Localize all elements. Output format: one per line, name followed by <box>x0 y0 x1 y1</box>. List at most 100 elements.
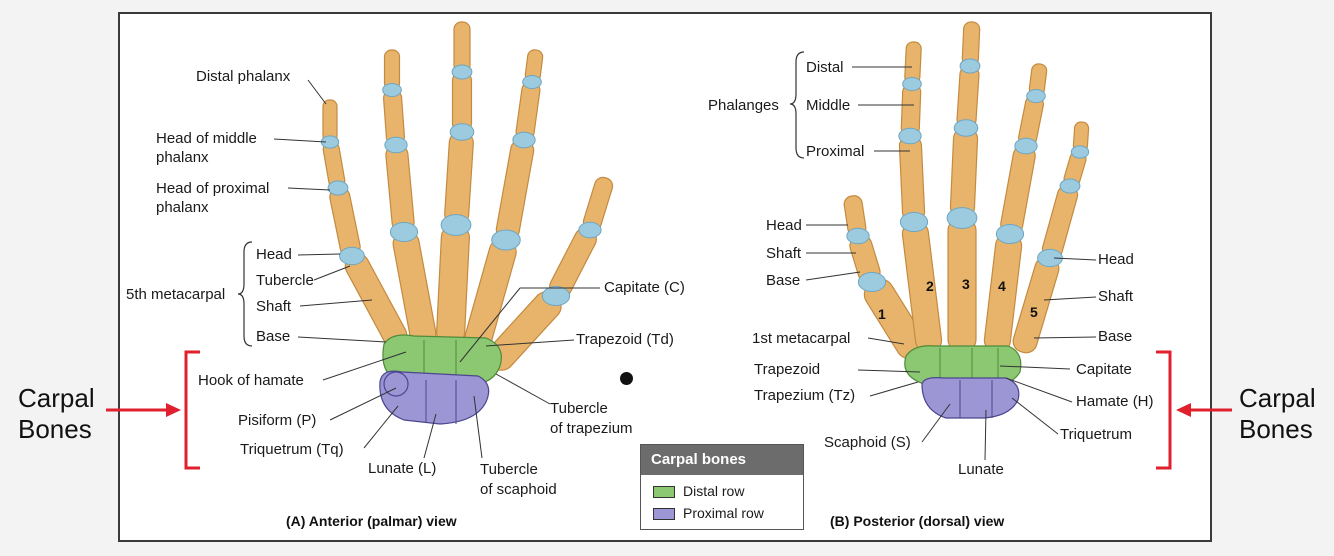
fifth-metacarpal-brace <box>237 241 253 347</box>
right-red-arrow <box>1176 403 1232 417</box>
label-shaft-left: Shaft <box>766 245 802 262</box>
label-middle: Middle <box>806 97 851 114</box>
b-finger-1-joint-2 <box>846 227 870 245</box>
label-trapezium: Trapezium (Tz) <box>754 387 856 404</box>
legend-swatch-proximal <box>653 508 675 521</box>
label-base-right: Base <box>1098 328 1133 345</box>
a-finger-2-joint-3 <box>522 74 542 90</box>
b-finger-5-segment-2 <box>1041 184 1079 260</box>
a-finger-3-segment-1 <box>436 224 470 346</box>
b-finger-3-segment-2 <box>949 127 979 219</box>
left-red-arrow <box>106 403 181 417</box>
caption-posterior: (B) Posterior (dorsal) view <box>830 513 1005 529</box>
leader-lines-anterior <box>273 79 600 459</box>
a-finger-2-joint-2 <box>512 131 536 149</box>
b-finger-4-joint-3 <box>1026 88 1046 104</box>
label-head-middle-phalanx-2: phalanx <box>156 149 209 166</box>
phalanges-brace <box>789 51 805 159</box>
b-finger-2-joint-2 <box>898 127 922 145</box>
side-label-right-line2: Bones <box>1239 414 1313 444</box>
label-head-middle-phalanx: Head of middle <box>156 130 257 147</box>
label-shaft: Shaft <box>256 298 292 315</box>
left-carpal-bracket <box>184 350 200 470</box>
label-head: Head <box>256 246 292 263</box>
a-finger-4-joint-2 <box>384 136 408 154</box>
metacarpal-number-5: 5 <box>1030 304 1038 320</box>
a-finger-3-segment-3 <box>451 71 473 133</box>
a-finger-3-joint-1 <box>440 214 472 236</box>
b-finger-2-joint-3 <box>902 76 922 92</box>
b-finger-4-joint-2 <box>1014 137 1038 155</box>
a-finger-2-segment-2 <box>495 139 535 241</box>
label-capitate: Capitate (C) <box>604 279 685 296</box>
label-distal-phalanx: Distal phalanx <box>196 68 291 85</box>
b-finger-2-segment-2 <box>898 135 926 223</box>
right-carpal-bracket <box>1156 350 1172 470</box>
legend-label-proximal: Proximal row <box>683 505 764 521</box>
b-finger-3-joint-3 <box>959 58 981 74</box>
label-base: Base <box>256 328 291 345</box>
side-label-left-line2: Bones <box>18 414 92 444</box>
b-finger-3-joint-1 <box>946 207 978 229</box>
a-finger-3-segment-4 <box>453 21 471 73</box>
a-finger-4-joint-1 <box>389 221 419 243</box>
label-phalanges: Phalanges <box>708 97 779 114</box>
b-finger-3-joint-2 <box>953 119 979 137</box>
b-finger-1-joint-1 <box>857 271 887 293</box>
metacarpal-number-1: 1 <box>878 306 886 322</box>
side-label-left-line1: Carpal <box>18 383 95 413</box>
label-triquetrum-b: Triquetrum <box>1060 426 1132 443</box>
label-scaphoid: Scaphoid (S) <box>824 434 911 451</box>
label-base-left: Base <box>766 272 801 289</box>
legend-box: Carpal bones Distal row Proximal row <box>640 444 804 530</box>
metacarpal-number-4: 4 <box>998 278 1006 294</box>
label-proximal: Proximal <box>806 143 865 160</box>
label-triquetrum: Triquetrum (Tq) <box>240 441 344 458</box>
label-hook-of-hamate: Hook of hamate <box>198 372 304 389</box>
posterior-hand <box>843 21 1090 419</box>
b-carpal-proximal-row <box>921 377 1020 419</box>
b-finger-5-joint-2 <box>1059 178 1081 194</box>
label-capitate-b: Capitate <box>1076 361 1132 378</box>
marker-dot <box>620 372 633 385</box>
label-head-left: Head <box>766 217 802 234</box>
a-finger-3-joint-2 <box>449 123 475 141</box>
a-finger-4-joint-3 <box>382 82 402 98</box>
side-label-right: Carpal Bones <box>1239 383 1316 445</box>
a-finger-5-joint-1 <box>339 246 365 266</box>
label-head-proximal-phalanx: Head of proximal <box>156 180 270 197</box>
label-lunate: Lunate (L) <box>368 460 437 477</box>
label-hamate: Hamate (H) <box>1076 393 1154 410</box>
anterior-hand <box>320 21 614 425</box>
a-finger-4-segment-2 <box>385 144 415 233</box>
label-tubercle-of-trapezium-2: of trapezium <box>550 420 633 437</box>
caption-anterior: (A) Anterior (palmar) view <box>286 513 457 529</box>
label-distal: Distal <box>806 59 844 76</box>
label-tubercle-of-scaphoid-2: of scaphoid <box>480 481 557 498</box>
label-head-proximal-phalanx-2: phalanx <box>156 199 209 216</box>
label-first-metacarpal: 1st metacarpal <box>752 330 851 347</box>
legend-item-proximal-row: Proximal row <box>653 505 764 521</box>
label-pisiform: Pisiform (P) <box>238 412 317 429</box>
a-finger-5-joint-2 <box>327 180 349 196</box>
a-finger-1-joint-1 <box>541 285 571 307</box>
a-finger-2-joint-1 <box>491 229 521 251</box>
legend-item-distal-row: Distal row <box>653 483 744 499</box>
b-finger-2-joint-1 <box>899 211 929 233</box>
legend-swatch-distal <box>653 486 675 499</box>
b-finger-5-joint-3 <box>1070 145 1090 159</box>
label-tubercle: Tubercle <box>256 272 314 289</box>
label-head-right: Head <box>1098 251 1134 268</box>
label-shaft-right: Shaft <box>1098 288 1134 305</box>
a-finger-2-segment-3 <box>515 81 541 141</box>
label-tubercle-of-trapezium: Tubercle <box>550 400 608 417</box>
a-finger-3-segment-2 <box>444 131 474 226</box>
b-finger-3-segment-3 <box>956 65 980 129</box>
a-finger-5-segment-2 <box>329 187 361 257</box>
label-fifth-metacarpal: 5th metacarpal <box>126 286 226 303</box>
a-finger-3-joint-3 <box>451 64 473 80</box>
label-trapezoid: Trapezoid (Td) <box>576 331 674 348</box>
label-tubercle-of-scaphoid: Tubercle <box>480 461 538 478</box>
leader-lines-posterior <box>805 66 1097 461</box>
